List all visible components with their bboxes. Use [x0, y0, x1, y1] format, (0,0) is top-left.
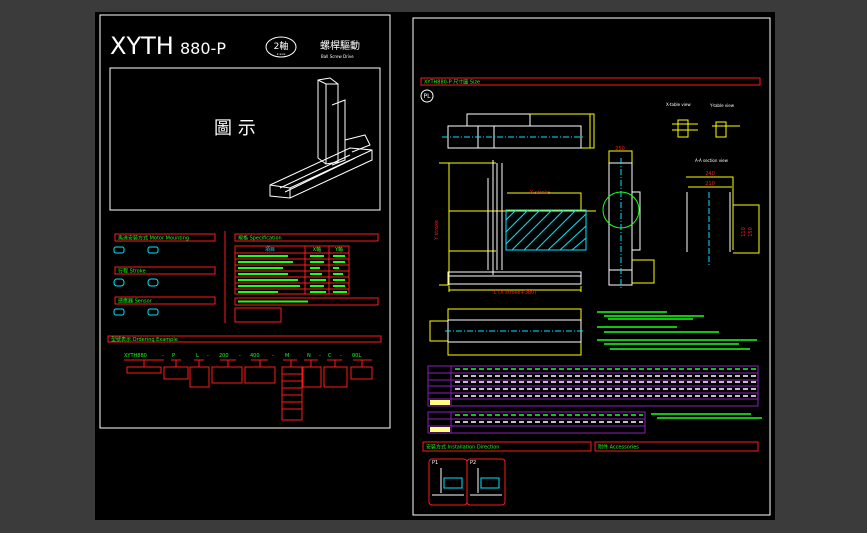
order-code-sep: - [207, 353, 209, 359]
detail-label-y-table: Y-table view [709, 103, 735, 108]
order-code: XYTH880 - P L - 200 - 400 - M N - C - 00… [124, 353, 361, 359]
order-code-y-stroke: 400 [250, 353, 260, 359]
stroke-dimension-table [427, 365, 759, 407]
bottom-view [429, 308, 584, 356]
title-model: 880-P [180, 39, 226, 58]
order-code-sep: - [162, 353, 164, 359]
accessories-box [594, 441, 759, 452]
order-code-sensor: N [307, 353, 311, 359]
section-order-label: 型號表示 Ordering Example [111, 336, 178, 343]
size-header-box [420, 77, 761, 86]
order-code-motor: M [285, 353, 289, 359]
weight-table [427, 411, 646, 434]
title-main: XYTH [110, 32, 174, 60]
install-option-p2[interactable]: P2 [466, 458, 506, 506]
order-code-cable: C [328, 353, 332, 359]
drive-cn: 螺桿驅動 [320, 39, 360, 52]
right-sheet-frame [412, 17, 771, 516]
installation-label: 安裝方式 Installation Direction [426, 444, 499, 451]
order-code-sep: - [319, 353, 321, 359]
spec-header-x: X軸 [313, 246, 321, 253]
sensor-option-icons [113, 308, 159, 316]
drawing-canvas [95, 12, 775, 520]
order-code-mount: L [196, 353, 199, 359]
detail-views: X-table view Y-table view A-A section vi… [666, 102, 760, 265]
cable-table [234, 307, 282, 323]
xy-module-illustration [269, 77, 373, 199]
axis-badge [265, 36, 297, 58]
top-view [442, 113, 595, 149]
section-motor-label: 馬達安裝方式 Motor Mounting [118, 235, 189, 242]
dim-x-stroke: L (X stroke+380) [494, 290, 536, 296]
section-sensor-box [114, 296, 216, 305]
weight-notes [651, 413, 762, 419]
section-sensor-label: 感應器 Sensor [118, 298, 153, 305]
installation-box [422, 441, 592, 452]
section-motor-box [114, 233, 216, 242]
section-cable-box [234, 297, 379, 306]
spec-header-item: 項目 [265, 247, 275, 253]
right-sheet: XYTH880-P 尺寸圖 Size PL L (X stroke+380) X… [412, 17, 771, 516]
section-spec-box [234, 233, 379, 242]
dim-side-width: 240 [705, 171, 715, 177]
drive-en: Ball Screw Drive [321, 54, 354, 59]
section-stroke-box [114, 266, 216, 275]
accessories-label: 附件 Accessories [598, 444, 639, 451]
dim-hatch-label: X stroke [530, 190, 550, 196]
detail-label-x-table: X-table view [666, 102, 691, 107]
order-code-sep: - [239, 353, 241, 359]
detail-label-section: A-A section view [695, 158, 729, 163]
install-option-p1[interactable]: P1 [428, 458, 468, 506]
dim-top-width: 250 [615, 146, 625, 152]
spec-table: 項目 X軸 Y軸 [234, 245, 350, 295]
order-code-x-stroke: 200 [219, 353, 229, 359]
dim-y-stroke: Y stroke [434, 220, 440, 241]
front-view: L (X stroke+380) X stroke Y stroke [434, 160, 596, 296]
stroke-option-icons [113, 278, 159, 287]
motor-option-icons [113, 246, 159, 254]
axis-badge-label: 2軸 [274, 40, 289, 52]
left-sheet: XYTH 880-P 2軸 2 axis 螺桿驅動 Ball Screw Dri… [99, 14, 391, 429]
axis-badge-sub: 2 axis [277, 52, 286, 56]
spec-header-y: Y軸 [334, 246, 343, 253]
order-code-option-boxes [124, 359, 373, 421]
order-code-axis: P [172, 353, 175, 359]
dim-110: 110 [741, 227, 747, 237]
order-code-model: XYTH880 [124, 353, 147, 359]
x-stroke-hatch [505, 209, 587, 251]
left-sheet-frame [99, 14, 391, 429]
size-header-label: XYTH880-P 尺寸圖 Size [424, 79, 480, 86]
view-label: PL [424, 93, 432, 100]
detail-circle [602, 191, 640, 229]
order-code-sep: - [272, 353, 274, 359]
section-spec-label: 規格 Specification [238, 235, 282, 242]
view-label-circle [420, 89, 434, 103]
illustration-label: 圖 示 [214, 118, 256, 139]
section-stroke-label: 行程 Stroke [118, 268, 146, 275]
order-code-length: 00L [352, 353, 361, 359]
side-view: 250 [602, 146, 655, 290]
table-row-label [430, 400, 450, 405]
install-option-p2-label: P2 [470, 460, 476, 466]
section-order-box [107, 335, 382, 343]
dim-side-inner: 210 [705, 181, 715, 187]
notes [597, 311, 757, 350]
order-code-sep: - [340, 353, 342, 359]
illustration-frame [109, 67, 381, 211]
dim-150: 150 [748, 227, 754, 237]
install-option-p1-label: P1 [432, 460, 438, 466]
